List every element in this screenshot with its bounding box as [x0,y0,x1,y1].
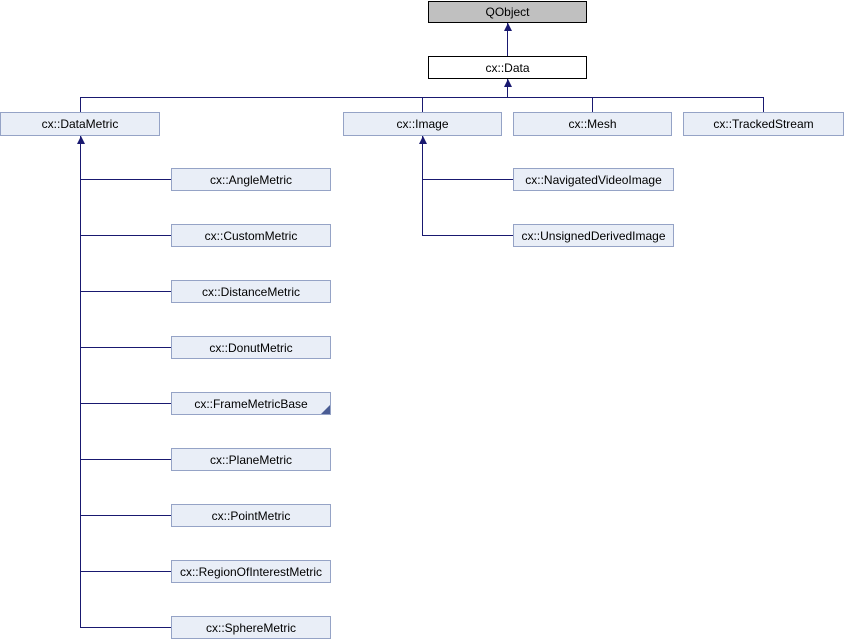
node-label: cx::PlaneMetric [209,452,293,467]
inheritance-arrowhead-icon [418,136,427,144]
node-label: cx::CustomMetric [204,228,298,243]
node-label: cx::DistanceMetric [201,284,301,299]
edge-segment [80,459,171,460]
node-cx-navigatedvideoimage[interactable]: cx::NavigatedVideoImage [513,168,674,191]
node-label: cx::NavigatedVideoImage [525,172,662,187]
edge-segment [422,235,513,236]
edge-segment [507,23,508,56]
node-label: cx::Data [485,60,530,75]
edge-segment [80,235,171,236]
edge-segment [80,403,171,404]
inheritance-arrowhead-icon [503,23,512,31]
node-label: cx::DonutMetric [209,340,293,355]
node-cx-data: cx::Data [428,56,587,79]
edge-segment [763,97,764,112]
node-cx-custommetric[interactable]: cx::CustomMetric [171,224,331,247]
edge-segment [80,515,171,516]
node-cx-datametric[interactable]: cx::DataMetric [0,112,160,136]
node-label: cx::Image [396,117,449,131]
truncated-corner-fold-icon [321,405,330,414]
edge-segment [422,97,423,112]
edge-segment [592,97,593,112]
node-cx-anglemetric[interactable]: cx::AngleMetric [171,168,331,191]
node-label: cx::SphereMetric [205,620,297,635]
node-cx-planemetric[interactable]: cx::PlaneMetric [171,448,331,471]
node-cx-framemetricbase[interactable]: cx::FrameMetricBase [171,392,331,415]
node-cx-unsignedderivedimage[interactable]: cx::UnsignedDerivedImage [513,224,674,247]
node-cx-image[interactable]: cx::Image [343,112,502,136]
edge-segment [80,627,171,628]
edge-segment [422,136,423,236]
edge-segment [422,179,513,180]
inheritance-arrowhead-icon [503,79,512,87]
edge-segment [80,136,81,628]
edge-segment [80,291,171,292]
edge-segment [80,571,171,572]
node-cx-donutmetric[interactable]: cx::DonutMetric [171,336,331,359]
edge-segment [80,97,81,112]
node-qobject: QObject [428,1,587,23]
node-label: cx::RegionOfInterestMetric [179,564,323,579]
node-label: cx::DataMetric [41,117,119,131]
node-label: cx::TrackedStream [713,117,814,131]
node-cx-spheremetric[interactable]: cx::SphereMetric [171,616,331,639]
edge-segment [507,79,508,97]
node-cx-distancemetric[interactable]: cx::DistanceMetric [171,280,331,303]
node-cx-regionofinterestmetric[interactable]: cx::RegionOfInterestMetric [171,560,331,583]
node-label: cx::UnsignedDerivedImage [521,228,666,243]
node-cx-mesh[interactable]: cx::Mesh [513,112,672,136]
node-label: QObject [485,5,530,19]
node-label: cx::AngleMetric [209,172,293,187]
node-label: cx::Mesh [568,117,617,131]
node-cx-pointmetric[interactable]: cx::PointMetric [171,504,331,527]
node-label: cx::PointMetric [211,508,291,523]
node-label: cx::FrameMetricBase [194,396,308,411]
node-cx-trackedstream[interactable]: cx::TrackedStream [683,112,844,136]
edge-segment [80,179,171,180]
inheritance-arrowhead-icon [76,136,85,144]
edge-segment [80,347,171,348]
